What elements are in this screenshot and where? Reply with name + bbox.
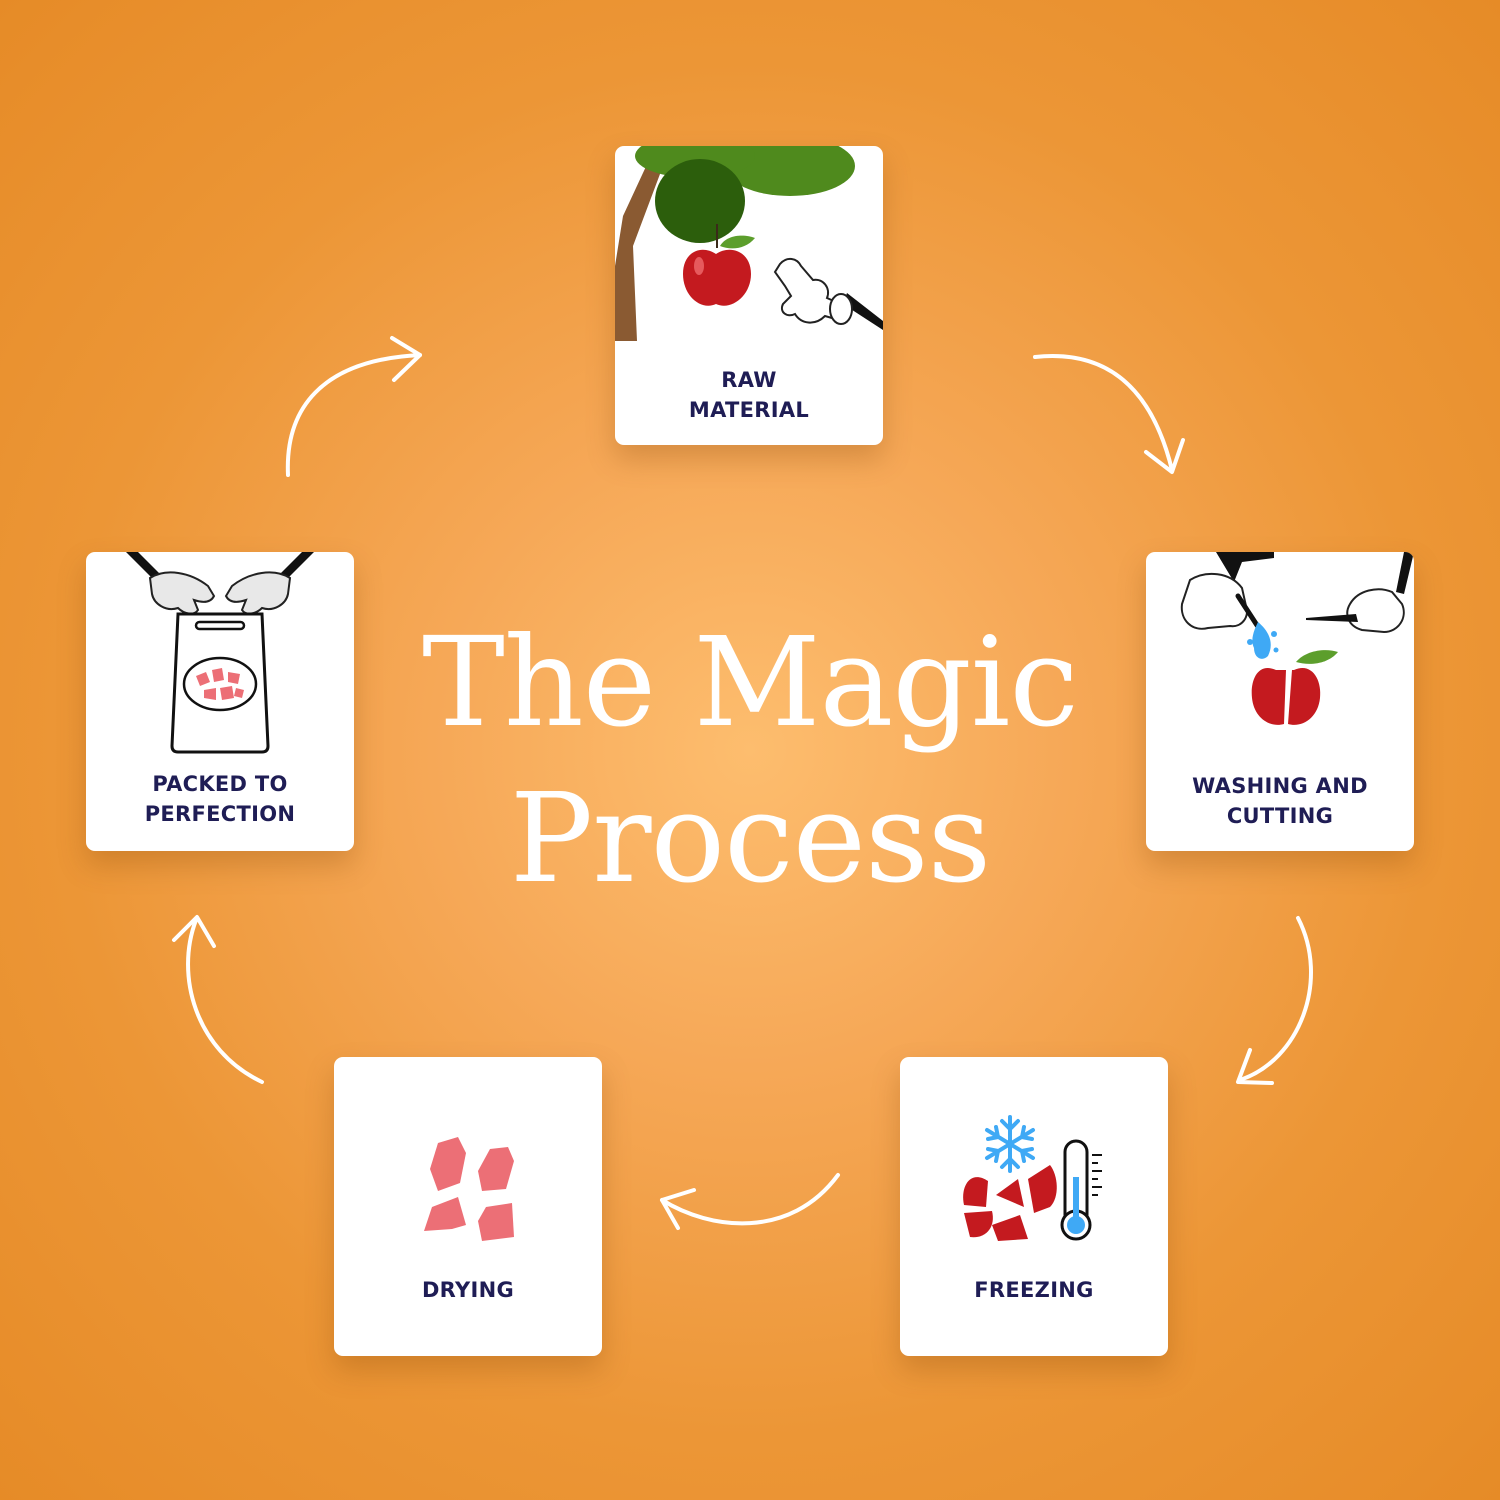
title-line-2: Process: [509, 767, 991, 911]
title-line-1: The Magic: [422, 611, 1079, 755]
step-card-washing-and-cutting: WASHING AND CUTTING: [1146, 552, 1414, 851]
packaging-bag-icon: [126, 552, 314, 754]
wash-cut-apple-icon: [1180, 552, 1414, 725]
step-card-raw-material: RAW MATERIAL: [615, 146, 883, 445]
dried-fruit-pieces-icon: [424, 1137, 514, 1241]
arrow-raw-to-washing: [1033, 354, 1185, 474]
step-card-freezing: FREEZING: [900, 1057, 1168, 1356]
step-label-raw-material: RAW MATERIAL: [688, 368, 810, 422]
step-card-packed-to-perfection: PACKED TO PERFECTION: [86, 552, 354, 851]
step-label-drying: DRYING: [421, 1278, 515, 1302]
arrow-drying-to-packed: [172, 915, 264, 1084]
apple-tree-icon: [615, 146, 883, 341]
arrow-packed-to-raw: [285, 336, 422, 477]
diagram-title: The Magic Process: [350, 605, 1150, 917]
step-label-washing-and-cutting: WASHING AND CUTTING: [1192, 774, 1368, 828]
step-label-freezing: FREEZING: [974, 1278, 1094, 1302]
arrow-freezing-to-drying: [660, 1173, 840, 1230]
step-label-packed-to-perfection: PACKED TO PERFECTION: [144, 772, 296, 826]
arrow-washing-to-freezing: [1236, 916, 1313, 1085]
step-card-drying: DRYING: [334, 1057, 602, 1356]
snowflake-icon: [985, 1115, 1035, 1173]
snowflake-thermometer-icon: [963, 1115, 1102, 1241]
